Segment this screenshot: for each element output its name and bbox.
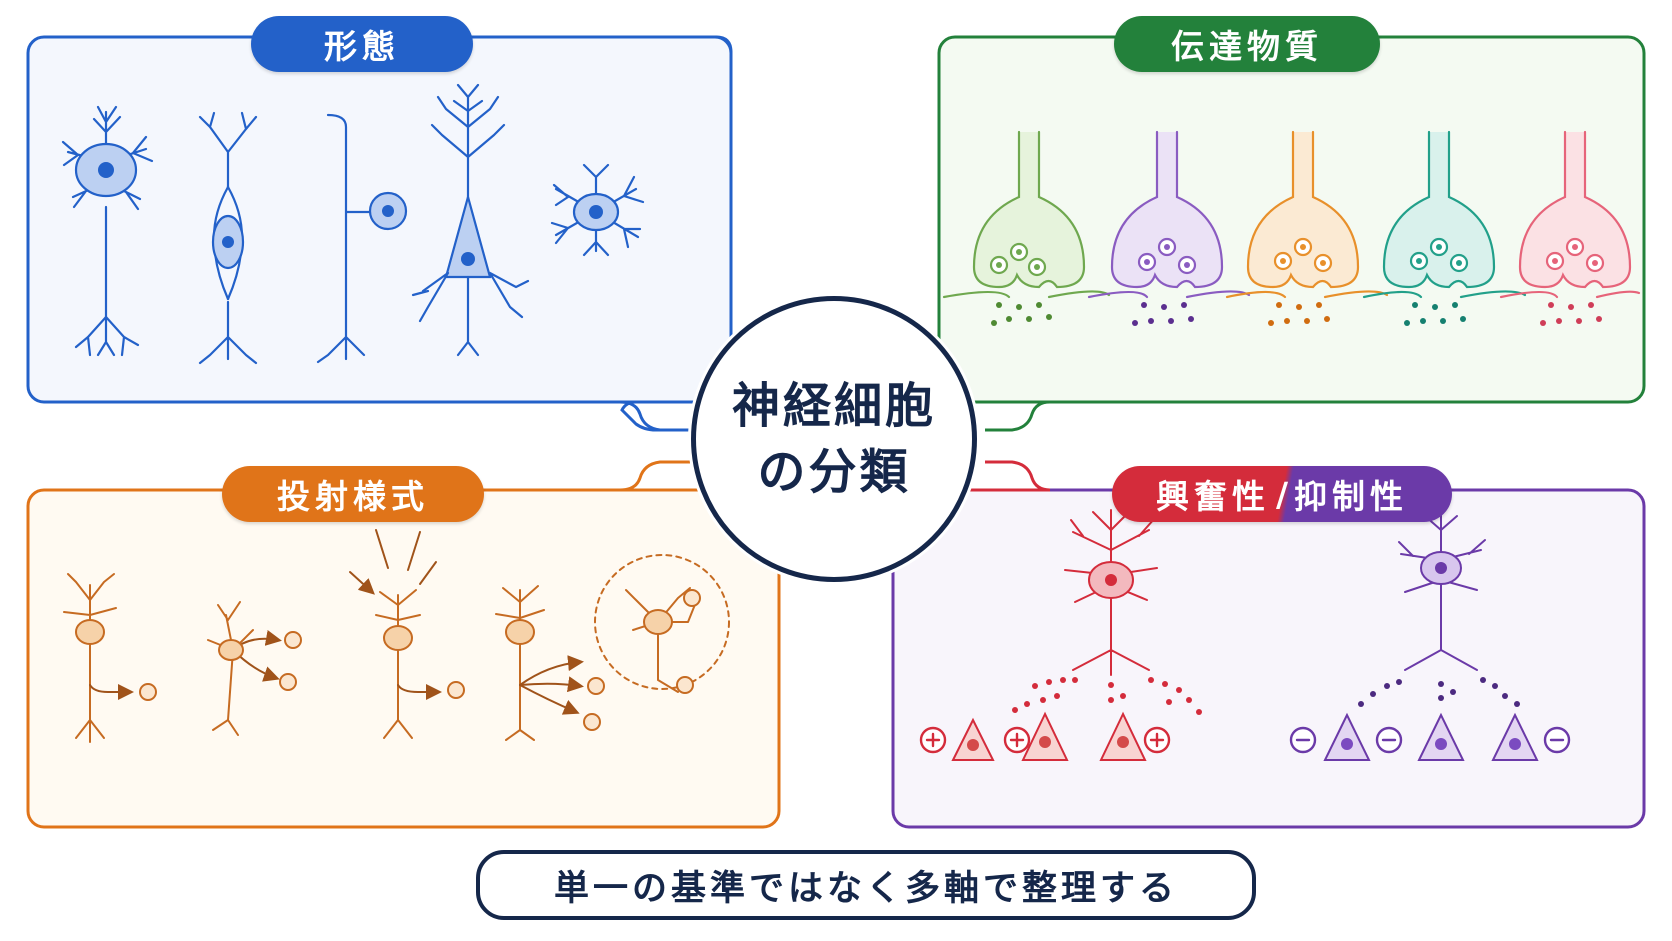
excitatory-neuron-icon [1064,509,1158,676]
center-topic: 神経細胞 の分類 [691,296,977,582]
projection-neuron-1-icon [63,573,157,743]
inhibitory-neuron-icon [1398,514,1486,671]
plus-sign-icon [919,726,1171,754]
projection-neuron-3-icon [349,529,465,739]
projection-illustrations [63,529,730,743]
projection-neuron-4-icon [495,585,605,741]
synapse-terminal-4-icon [1362,130,1527,326]
excitatory-inhibitory-illustrations [919,509,1571,761]
synapse-terminal-5-icon [1499,130,1641,326]
center-title-line2: の分類 [757,444,911,500]
projection-neuron-2-icon [207,601,302,736]
transmitter-title: 伝達物質 [1114,16,1380,72]
morphology-panel [28,37,731,402]
transmitter-illustrations [942,130,1641,326]
synapse-terminal-1-icon [942,130,1111,326]
morphology-illustrations [61,83,645,365]
transmitter-panel [939,37,1644,402]
inhibitory-title: 抑制性 [1294,477,1409,516]
minus-sign-icon [1289,726,1571,754]
excitatory-transmitter-dots [1012,677,1202,715]
morphology-title: 形態 [251,16,473,72]
projection-title: 投射様式 [222,466,484,522]
local-circuit-neuron-icon [594,554,730,694]
excitatory-title: 興奮性 [1155,477,1270,516]
synapse-terminal-3-icon [1225,130,1389,326]
title-separator: / [1275,474,1289,514]
pyramidal-neuron-icon [411,83,530,357]
inhibitory-transmitter-dots [1358,677,1520,707]
excitatory-inhibitory-panel [893,490,1644,827]
center-title-line1: 神経細胞 [731,378,936,434]
excitatory-inhibitory-title: 興奮性 / 抑制性 [1112,466,1452,522]
synapse-terminal-2-icon [1087,130,1251,326]
footer-text: 単一の基準ではなく多軸で整理する [553,868,1178,909]
footer-caption: 単一の基準ではなく多軸で整理する [476,850,1256,920]
pseudounipolar-neuron-icon [316,113,372,364]
projection-panel [28,490,779,827]
